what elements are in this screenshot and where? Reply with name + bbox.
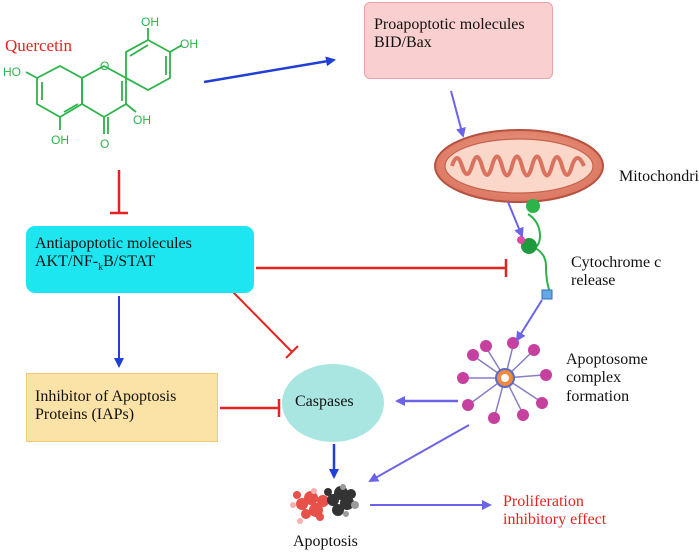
- iaps-line1: Inhibitor of Apoptosis: [35, 388, 177, 405]
- quercetin-structure: [25, 28, 183, 134]
- atom-carbonyl-o: O: [100, 137, 109, 151]
- quercetin-label: Quercetin: [5, 36, 73, 55]
- arrow-cytochrome-to-apoptosome: [515, 299, 543, 342]
- arrow-mitochondria-to-cytochrome: [507, 201, 524, 238]
- cytochrome-line2: release: [571, 272, 616, 290]
- proliferation-label: Proliferation inhibitory effect: [503, 493, 606, 530]
- apoptosis-icon: [290, 484, 359, 524]
- arrow-quercetin-to-proapoptotic: [203, 56, 336, 84]
- cytochrome-c-icon: [517, 199, 553, 300]
- antiapoptotic-box: [26, 226, 254, 293]
- atom-ho-left: HO: [3, 65, 21, 79]
- atom-oh-right: OH: [180, 37, 198, 51]
- antiapoptotic-line1: Antiapoptotic molecules: [35, 235, 192, 252]
- arrow-apoptosome-to-apoptosis: [368, 424, 470, 482]
- antiapoptotic-line2-b: B/STAT: [103, 253, 156, 271]
- arrow-proapoptotic-to-mitochondria: [450, 90, 466, 138]
- atom-ring-o: O: [100, 59, 109, 73]
- mitochondrion-icon: [434, 129, 604, 203]
- iaps-label: Inhibitor of Apoptosis Proteins (IAPs): [35, 388, 176, 425]
- quercetin-atom-labels: OH OH HO O OH OH O: [3, 15, 198, 151]
- inhibit-antiapoptotic-to-caspases: [232, 291, 299, 359]
- cytochrome-label: Cytochrome c release: [571, 254, 661, 291]
- iaps-box: [26, 373, 218, 442]
- proapoptotic-box: [364, 2, 553, 79]
- antiapoptotic-line2: AKT/NF-kB/STAT: [35, 253, 192, 274]
- inhibit-quercetin-to-antiapoptotic: [110, 170, 128, 215]
- antiapoptotic-line2-a: AKT/NF-: [35, 253, 99, 271]
- proapoptotic-line2: BID/Bax: [374, 34, 432, 52]
- apoptosome-icon: [457, 337, 552, 424]
- mitochondria-label: Mitochondria: [619, 168, 699, 185]
- proliferation-line2: inhibitory effect: [503, 511, 607, 529]
- cytochrome-line1: Cytochrome c: [571, 254, 662, 271]
- proapoptotic-line1: Proapoptotic molecules: [374, 16, 525, 33]
- antiapoptotic-line2-sub: k: [98, 262, 104, 274]
- inhibit-iaps-to-caspases: [220, 399, 281, 417]
- apoptosis-label: Apoptosis: [293, 533, 358, 550]
- caspases-label: Caspases: [295, 393, 354, 410]
- proapoptotic-label: Proapoptotic molecules BID/Bax: [374, 16, 525, 53]
- proliferation-line1: Proliferation: [503, 493, 584, 510]
- apoptosome-line2: complex: [566, 369, 622, 387]
- iaps-line2: Proteins (IAPs): [35, 406, 135, 424]
- atom-oh-c3: OH: [133, 113, 151, 127]
- caspases-ellipse: [282, 364, 384, 442]
- apoptosome-line1: Apoptosome: [566, 351, 648, 368]
- apoptosome-line3: formation: [566, 387, 630, 405]
- antiapoptotic-label: Antiapoptotic molecules AKT/NF-kB/STAT: [35, 235, 192, 274]
- inhibit-antiapoptotic-to-cytochrome: [256, 259, 508, 277]
- apoptosome-label: Apoptosome complex formation: [566, 351, 648, 406]
- atom-oh-top: OH: [141, 15, 159, 29]
- atom-oh-c5: OH: [51, 133, 69, 147]
